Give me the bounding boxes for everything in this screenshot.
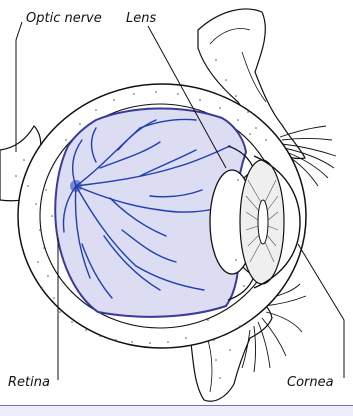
footer-rule <box>0 405 353 416</box>
optic-nerve-leader <box>16 22 22 152</box>
lens-label: Lens <box>126 12 156 25</box>
cornea-leader <box>298 244 344 378</box>
cornea-label: Cornea <box>287 376 334 389</box>
optic-disc <box>70 180 82 192</box>
optic-nerve-label: Optic nerve <box>26 12 102 25</box>
pupil <box>258 200 268 244</box>
retina-label: Retina <box>8 376 50 389</box>
